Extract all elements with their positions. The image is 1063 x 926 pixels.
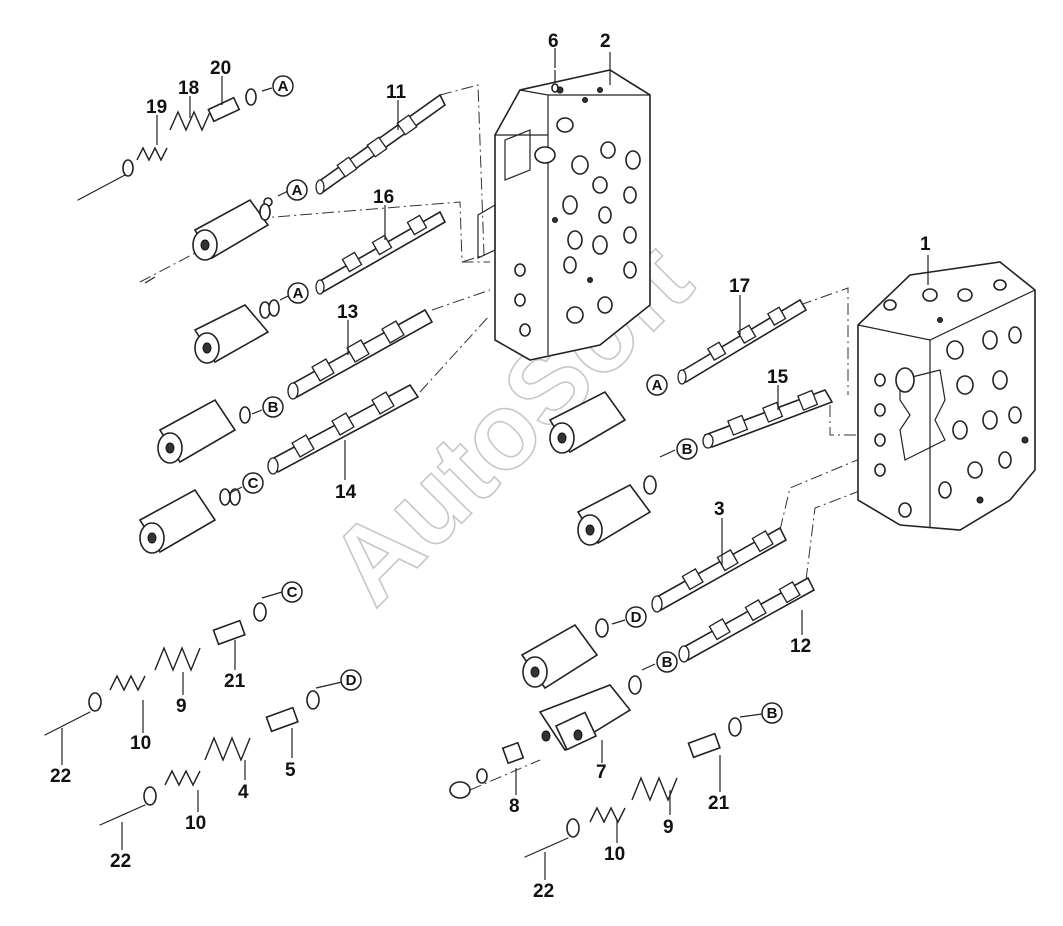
part-number-label: 14	[335, 482, 357, 503]
part-number-label: 16	[373, 187, 394, 208]
part-number-label: 10	[185, 813, 206, 834]
part-number-label: 6	[548, 31, 559, 52]
part-number-label: 1	[920, 234, 931, 255]
spool-14	[267, 383, 420, 475]
spool-11	[315, 93, 447, 195]
part-number-label: 4	[238, 782, 249, 803]
circle-label-d: D	[631, 609, 642, 626]
spool-17	[677, 298, 808, 385]
circle-label-b: B	[662, 654, 673, 671]
spring-18	[169, 110, 211, 132]
spring-19	[136, 146, 168, 162]
part-number-label: 19	[146, 97, 167, 118]
part-number-label: 10	[130, 733, 151, 754]
circle-label-a: A	[652, 377, 663, 394]
part-number-label: 17	[729, 276, 750, 297]
spring-10c	[589, 806, 626, 824]
spool-3	[651, 526, 788, 613]
cover-caps	[138, 198, 652, 752]
part-number-label: 9	[176, 696, 187, 717]
valve-body-1	[857, 261, 1036, 531]
circle-label-a: A	[278, 78, 289, 95]
part-number-label: 13	[337, 302, 358, 323]
part-number-label: 5	[285, 760, 296, 781]
part-number-label: 20	[210, 58, 231, 79]
valve-body-2	[477, 69, 651, 361]
cap-3	[157, 398, 237, 464]
circle-label-c: C	[287, 584, 298, 601]
circle-label-b: B	[268, 399, 279, 416]
spool-16	[315, 210, 447, 295]
part-number-label: 10	[604, 844, 625, 865]
part-number-label: 21	[708, 793, 730, 814]
spring-10b	[164, 769, 201, 787]
part-number-labels: 1 2 3 4 5 6 7 8 9 9 10 10 10 11 12 13 14…	[50, 31, 931, 902]
spool-15	[702, 389, 834, 449]
cap-4	[138, 488, 217, 554]
cap-7	[520, 623, 599, 690]
cap-6	[576, 483, 652, 546]
spool-12	[678, 576, 816, 663]
circle-label-a: A	[292, 182, 303, 199]
part-number-label: 11	[386, 82, 407, 103]
part-number-label: 3	[714, 499, 725, 520]
circle-label-b: B	[682, 441, 693, 458]
part-number-label: 22	[50, 766, 71, 787]
circle-label-c: C	[248, 475, 259, 492]
assembly-centerlines	[139, 84, 863, 791]
circle-label-b: B	[767, 705, 778, 722]
spool-13	[287, 308, 434, 400]
part-number-label: 21	[224, 671, 246, 692]
part-number-label: 18	[178, 78, 199, 99]
circle-label-a: A	[293, 285, 304, 302]
circle-label-d: D	[346, 672, 357, 689]
leader-lines	[61, 48, 929, 880]
part-number-label: 15	[767, 367, 789, 388]
part-number-label: 22	[533, 881, 554, 902]
small-parts	[44, 70, 742, 858]
part-number-label: 7	[596, 762, 607, 783]
part-number-label: 22	[110, 851, 131, 872]
spring-4	[204, 736, 251, 762]
spring-10a	[109, 674, 146, 692]
cap-2	[193, 304, 270, 364]
spring-9a	[154, 646, 201, 672]
part-number-label: 12	[790, 636, 811, 657]
cap-1	[192, 198, 270, 261]
block-7	[538, 684, 632, 752]
springs	[109, 110, 678, 824]
cap-5	[548, 390, 627, 454]
part-number-label: 9	[663, 817, 674, 838]
circle-labels: A A A A B B B B C C D D	[242, 75, 783, 724]
part-number-label: 8	[509, 796, 520, 817]
part-number-label: 2	[600, 31, 611, 52]
